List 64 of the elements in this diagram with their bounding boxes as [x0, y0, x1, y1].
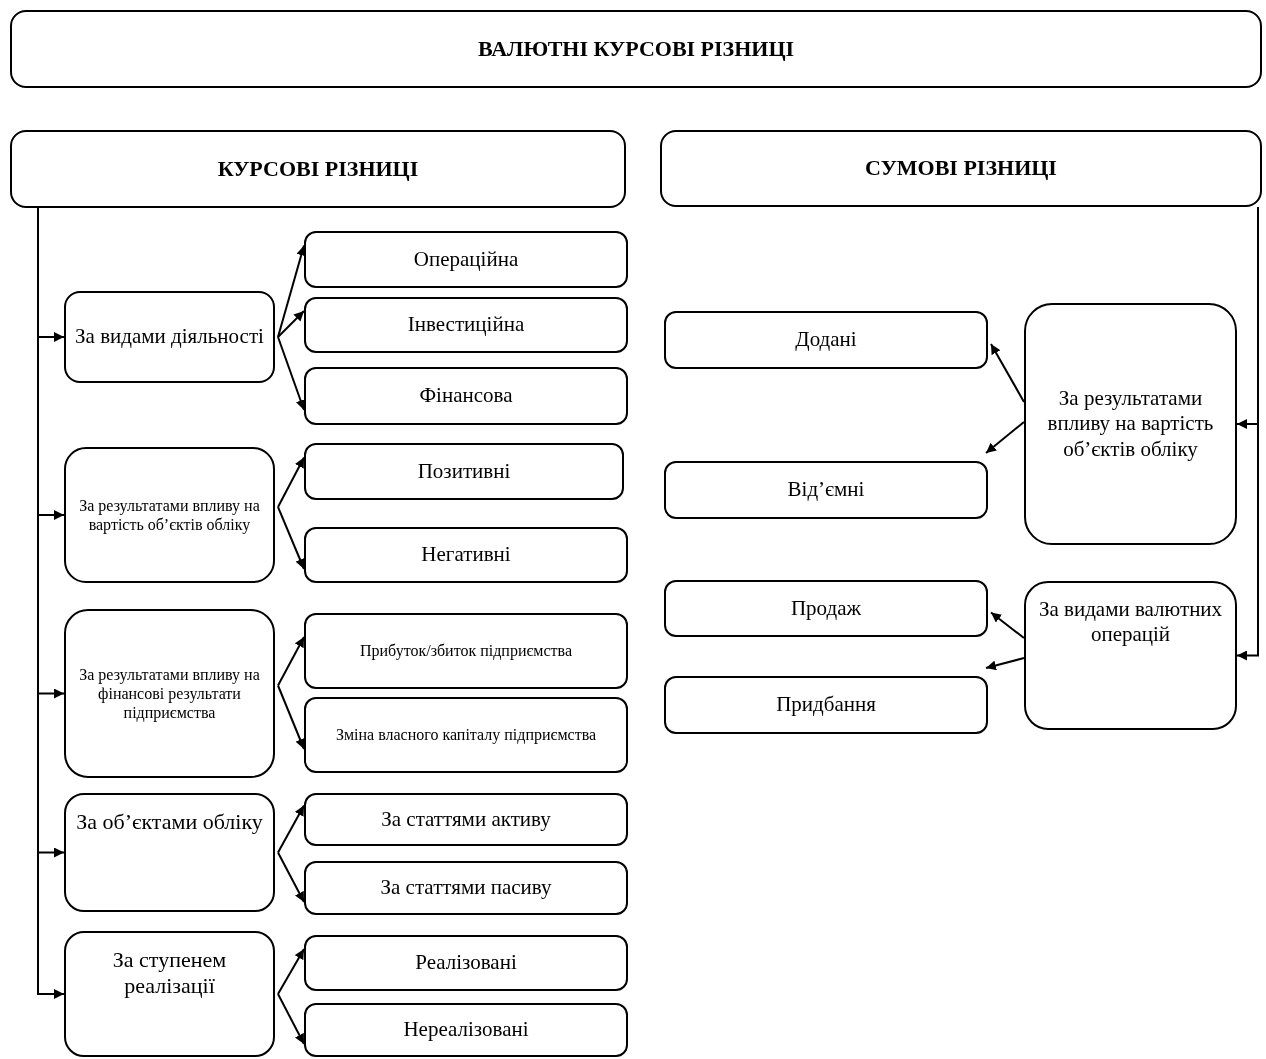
box-text: За результатами впливу на вартість об’єктів обліку	[1046, 386, 1215, 462]
box-text: За статтями пасиву	[380, 875, 552, 901]
box-text: За об’єктами обліку	[76, 809, 263, 836]
box-text: Прибуток/збиток підприємства	[360, 641, 572, 661]
box-text: Реалізовані	[415, 950, 517, 976]
arrow	[985, 420, 1025, 454]
arrow	[990, 611, 1025, 640]
arrow	[985, 657, 1025, 671]
arrow	[277, 636, 305, 687]
category-box	[10, 130, 626, 208]
box-text: За ступенем реалізації	[111, 947, 228, 1000]
category-box	[304, 527, 628, 583]
category-box	[64, 609, 275, 778]
box-text: СУМОВІ РІЗНИЦІ	[865, 155, 1057, 182]
category-box	[304, 367, 628, 425]
arrow	[277, 804, 305, 854]
category-box	[304, 443, 624, 500]
arrow	[277, 336, 306, 411]
arrow	[990, 343, 1025, 403]
category-box	[304, 861, 628, 915]
category-box	[664, 461, 988, 519]
box-text: Від’ємні	[787, 477, 865, 503]
box-text: За видами діяльності	[75, 324, 264, 350]
arrow	[277, 310, 305, 338]
box-text: ВАЛЮТНІ КУРСОВІ РІЗНИЦІ	[477, 35, 795, 63]
category-box	[304, 231, 628, 288]
box-text: Інвестиційна	[407, 312, 525, 338]
category-box	[64, 291, 275, 383]
box-text: КУРСОВІ РІЗНИЦІ	[217, 155, 419, 183]
box-text: Нереалізовані	[403, 1017, 529, 1043]
arrow	[277, 684, 305, 750]
category-box	[664, 580, 988, 637]
category-box	[64, 931, 275, 1057]
arrow	[277, 851, 305, 903]
title-box	[10, 10, 1262, 88]
arrow	[277, 506, 305, 570]
arrow	[277, 456, 305, 508]
box-text: Додані	[795, 327, 857, 353]
box-text: За статтями активу	[381, 806, 551, 833]
category-box	[1024, 581, 1237, 730]
box-text: Придбання	[776, 692, 876, 718]
category-box	[664, 311, 988, 369]
category-box	[304, 935, 628, 991]
box-text: Позитивні	[417, 458, 511, 485]
arrow	[277, 993, 305, 1045]
category-box	[304, 697, 628, 773]
category-box	[660, 130, 1262, 207]
box-text: Фінансова	[419, 383, 513, 409]
box-text: За результатами впливу на вартість об’єктів обліку	[78, 495, 261, 535]
arrow	[277, 948, 305, 995]
category-box	[304, 297, 628, 353]
box-text: За видами валютних операцій	[1037, 597, 1224, 648]
box-text: Операційна	[413, 246, 519, 273]
category-box	[304, 1003, 628, 1057]
category-box	[1024, 303, 1237, 545]
category-box	[664, 676, 988, 734]
box-text: Негативні	[421, 542, 511, 568]
box-text: За результатами впливу на фінансові результати підприємства	[78, 664, 261, 723]
category-box	[304, 613, 628, 689]
category-box	[64, 793, 275, 912]
category-box	[304, 793, 628, 846]
category-box	[64, 447, 275, 583]
box-text: Зміна власного капіталу підприємства	[335, 725, 597, 745]
box-text: Продаж	[790, 595, 862, 622]
